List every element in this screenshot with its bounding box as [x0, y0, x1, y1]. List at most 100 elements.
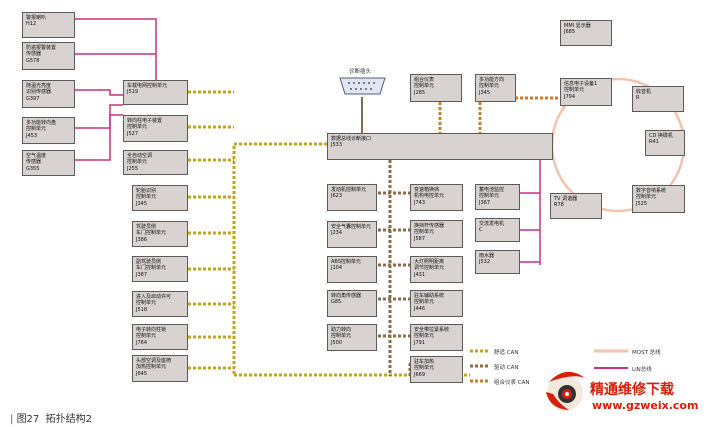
legend-label-comfort-can: 舒适 CAN	[494, 350, 519, 356]
node-label-line: J587	[414, 235, 426, 242]
node-label-line: 变速箱换挡	[414, 187, 440, 193]
node-label-line: 头部空调及座椅	[136, 358, 172, 364]
node-label-line: 驾驶员侧	[136, 224, 157, 230]
node-label-line: 车门控制单元	[136, 265, 167, 272]
node-label-line: J285	[414, 89, 426, 96]
node-label-line: 警报喇叭	[26, 15, 47, 21]
comfort-can-lines	[188, 90, 470, 377]
node-label-line: J764	[136, 339, 148, 346]
node-label-line: 交流发电机	[479, 221, 505, 227]
node-label-line: J685	[564, 29, 576, 36]
node-label-line: 轮胎识别	[136, 188, 157, 194]
figure-caption: | 图27 拓扑结构2	[10, 410, 92, 425]
node-label-line: C	[479, 227, 483, 234]
node-label-line: 副驾驶员侧	[136, 259, 162, 265]
node-label-line: J255	[127, 165, 139, 172]
node-label-line: CD 换碟机	[649, 133, 673, 139]
node-label-line: 控制单元	[414, 299, 435, 306]
node-label-line: R41	[649, 139, 659, 146]
node-label-line: J345	[479, 89, 491, 96]
diagnosis-plug-label: 诊断插头	[349, 69, 372, 75]
node-label-line: J518	[136, 306, 148, 313]
node-label-line: 控制单元	[136, 333, 157, 340]
node-label-line: 大灯照明距离	[414, 259, 445, 265]
node-label-line: G355	[26, 165, 40, 172]
node-label-line: 数字音响系统	[636, 188, 667, 194]
node-label-line: 控制单元	[479, 83, 500, 90]
instrument-can-lines	[438, 96, 560, 133]
node-label-line: 控制单元	[414, 365, 435, 372]
node-label-line: 信息电子设备1	[564, 81, 598, 87]
node-label-line: 进入及启动许可	[136, 294, 172, 300]
node-label-line: J525	[636, 200, 648, 207]
node-label-line: 控制单元	[414, 83, 435, 90]
logo-title: 精通维修下载	[590, 382, 674, 398]
node-label-line: 加热控制单元	[136, 364, 167, 371]
node-label-line: 控制单元	[331, 333, 352, 340]
node-label-line: 传感器	[26, 159, 42, 166]
node-label-line: 雨水器	[479, 253, 495, 259]
node-label-line: J431	[414, 271, 426, 278]
caption-bar: |	[10, 414, 14, 425]
node-label-line: 多功能方向	[479, 77, 505, 83]
node-label-line: ABS控制单元	[331, 259, 361, 265]
node-label-line: R78	[554, 202, 564, 209]
node-label-line: 驻车辅助系统	[414, 293, 445, 299]
logo-url: www.gzweix.com	[592, 399, 699, 412]
camera-eye-logo-icon	[546, 371, 585, 411]
node-label-line: 电子转向柱锁	[136, 327, 167, 333]
node-label-line: 数据总线诊断接口	[331, 136, 372, 142]
figure-title: 拓扑结构2	[45, 414, 93, 425]
node-label-line: 机构电控单元	[414, 193, 445, 200]
node-label-line: G397	[26, 95, 40, 102]
node-label-line: 转向柱电子装置	[127, 118, 163, 124]
legend-label-instrument-can: 组合仪表 CAN	[494, 380, 530, 386]
node-label-line: J446	[414, 305, 426, 312]
node-label-line: 控制单元	[414, 333, 435, 340]
node-label-line: MMI 显示器	[564, 23, 591, 29]
node-label-line: 蓄电池监控	[479, 187, 505, 193]
legend-label-drive-can: 驱动 CAN	[494, 365, 519, 371]
node-label-line: J104	[331, 265, 343, 272]
legend-label-most: MOST 总线	[632, 350, 661, 356]
node-label-line: J387	[136, 271, 148, 278]
node-label-line: 控制单元	[26, 126, 47, 133]
node-label-line: 调节控制单元	[414, 265, 445, 272]
node-label-line: R	[636, 95, 640, 102]
node-label-line: 控制单元	[136, 194, 157, 201]
node-label-line: 助力转向	[331, 327, 352, 333]
node-label-line: 控制单元	[564, 87, 585, 94]
node-label-line: 换挡杆传感器	[414, 223, 445, 229]
node-label-line: 防盗报警装置	[26, 45, 57, 51]
node-label-line: 多功能转向盘	[26, 120, 57, 126]
node-label-line: J527	[127, 130, 139, 137]
node-label-line: 控制单元	[127, 124, 148, 131]
node-label-line: 发动机控制单元	[331, 187, 367, 193]
